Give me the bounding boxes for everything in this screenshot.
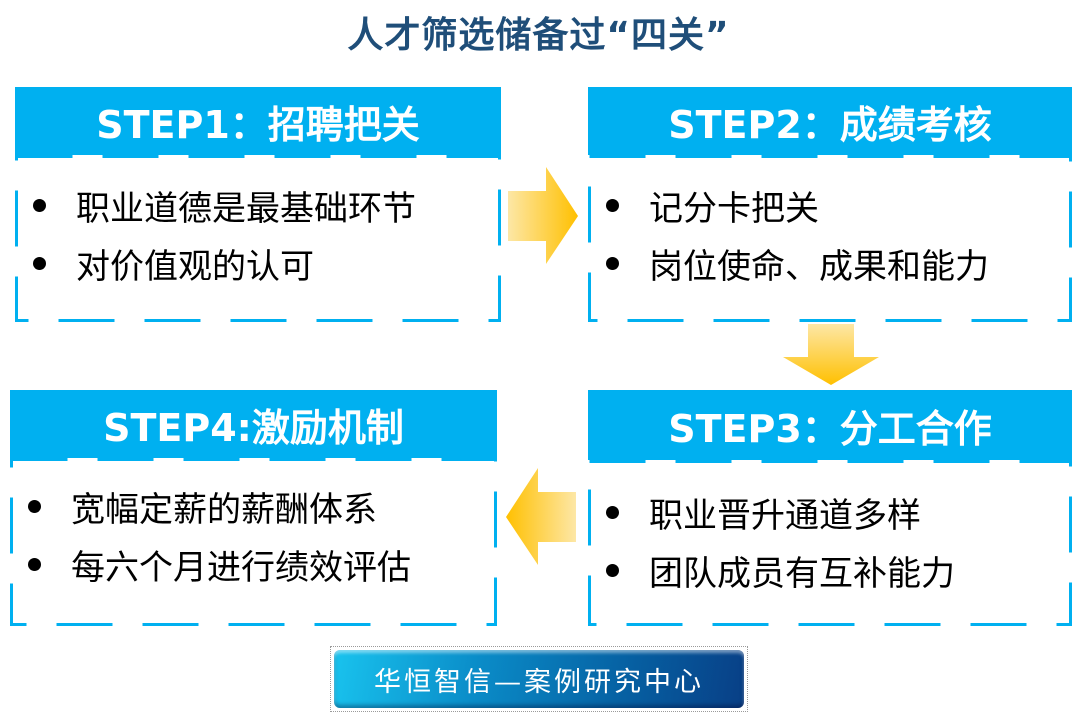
bullet-icon <box>606 506 619 519</box>
step3-body: 职业晋升通道多样 团队成员有互补能力 <box>588 460 1072 626</box>
page-title: 人才筛选储备过“四关” <box>347 15 730 56</box>
bullet-icon <box>33 199 46 212</box>
list-item: 对价值观的认可 <box>29 239 314 288</box>
list-item: 团队成员有互补能力 <box>602 546 955 595</box>
bullet-icon <box>28 500 41 513</box>
step2-panel: STEP2：成绩考核 记分卡把关 岗位使命、成果和能力 <box>588 87 1072 322</box>
footer-label: 华恒智信—案例研究中心 <box>334 650 744 708</box>
list-item: 职业道德是最基础环节 <box>29 181 416 230</box>
step4-body: 宽幅定薪的薪酬体系 每六个月进行绩效评估 <box>10 458 497 626</box>
item-text: 宽幅定薪的薪酬体系 <box>71 490 377 530</box>
arrow-right-icon <box>508 167 578 264</box>
bullet-icon <box>606 564 619 577</box>
bullet-icon <box>33 257 46 270</box>
step1-panel: STEP1：招聘把关 职业道德是最基础环节 对价值观的认可 <box>15 87 501 322</box>
item-text: 记分卡把关 <box>649 189 819 229</box>
list-item: 职业晋升通道多样 <box>602 488 921 537</box>
step4-header: STEP4:激励机制 <box>10 390 497 458</box>
item-text: 每六个月进行绩效评估 <box>71 548 411 588</box>
dashed-border <box>588 460 1072 626</box>
step3-panel: STEP3：分工合作 职业晋升通道多样 团队成员有互补能力 <box>588 390 1072 626</box>
dashed-border <box>10 458 497 626</box>
item-text: 岗位使命、成果和能力 <box>649 247 989 287</box>
arrow-left-icon <box>506 468 576 565</box>
list-item: 宽幅定薪的薪酬体系 <box>24 482 377 531</box>
arrow-down-icon <box>783 324 879 385</box>
list-item: 每六个月进行绩效评估 <box>24 540 411 589</box>
step1-header: STEP1：招聘把关 <box>15 87 501 155</box>
list-item: 记分卡把关 <box>602 181 819 230</box>
bullet-icon <box>606 199 619 212</box>
dashed-border <box>15 155 501 322</box>
dashed-border <box>588 155 1072 322</box>
step1-body: 职业道德是最基础环节 对价值观的认可 <box>15 155 501 322</box>
step2-header: STEP2：成绩考核 <box>588 87 1072 155</box>
bullet-icon <box>606 257 619 270</box>
item-text: 职业道德是最基础环节 <box>76 189 416 229</box>
list-item: 岗位使命、成果和能力 <box>602 239 989 288</box>
bullet-icon <box>28 558 41 571</box>
item-text: 对价值观的认可 <box>76 247 314 287</box>
item-text: 团队成员有互补能力 <box>649 554 955 594</box>
item-text: 职业晋升通道多样 <box>649 496 921 536</box>
step2-body: 记分卡把关 岗位使命、成果和能力 <box>588 155 1072 322</box>
footer-banner: 华恒智信—案例研究中心 <box>330 646 748 712</box>
step3-header: STEP3：分工合作 <box>588 390 1072 460</box>
step4-panel: STEP4:激励机制 宽幅定薪的薪酬体系 每六个月进行绩效评估 <box>10 390 497 626</box>
